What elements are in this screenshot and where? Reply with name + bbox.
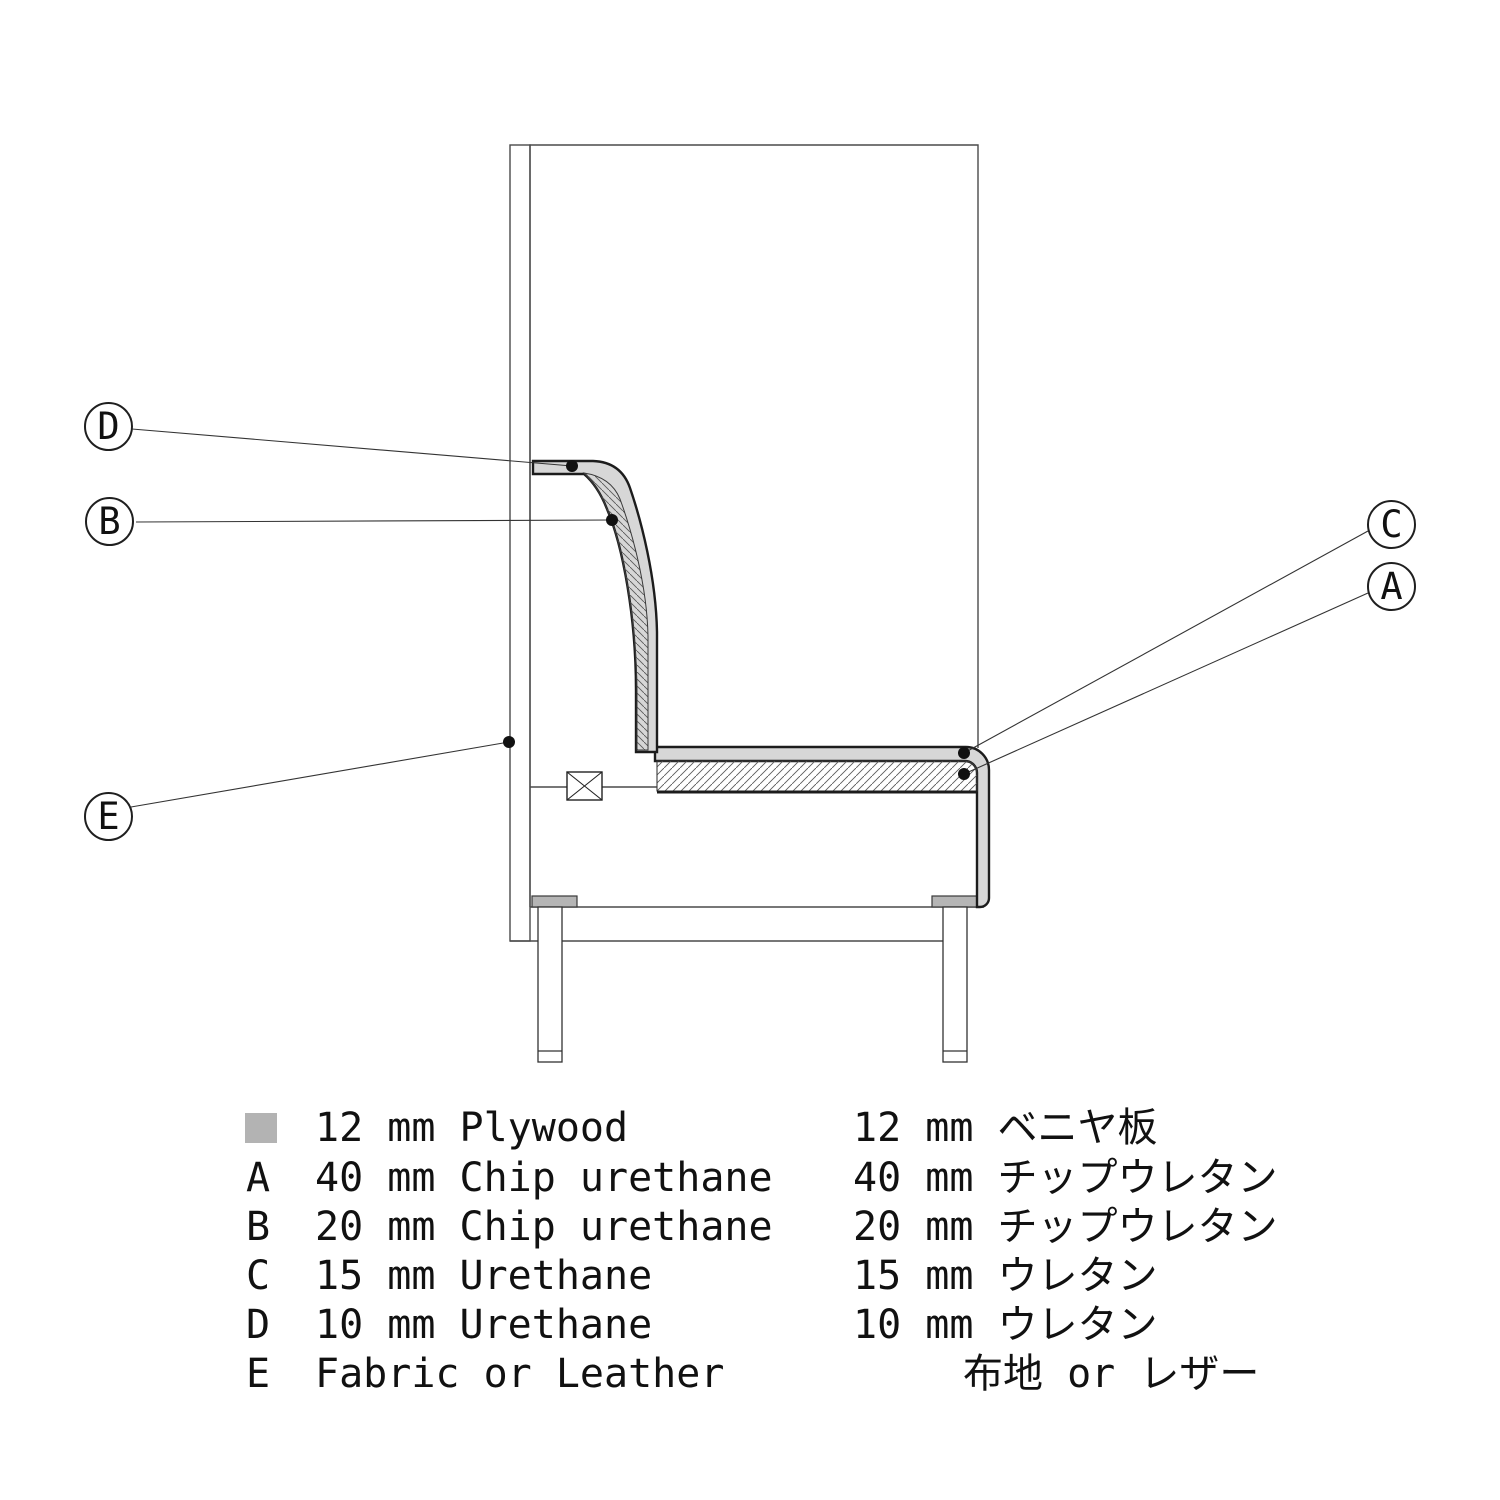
legend-text-en: 10 mm Urethane (315, 1302, 653, 1348)
left-pad (531, 895, 578, 908)
callout-C: C (1367, 500, 1416, 549)
right-leg (942, 906, 968, 1063)
legend-row-D: D 10 mm Urethane 10 mm ウレタン (0, 1303, 1158, 1347)
callout-B: B (85, 497, 134, 546)
dot-E (503, 736, 515, 748)
callout-E-letter: E (97, 795, 120, 838)
plywood-corner-pads (531, 895, 978, 908)
legend-key: E (246, 1351, 271, 1397)
legend-text-en: Fabric or Leather (315, 1351, 725, 1397)
callout-A-letter: A (1380, 565, 1403, 608)
right-pad (931, 895, 978, 908)
legend-key: B (246, 1204, 271, 1250)
legend-text-jp: 布地 or レザー (963, 1351, 1260, 1397)
outer-back-board (509, 144, 531, 942)
side-panel (529, 144, 979, 907)
dot-C (958, 747, 970, 759)
callout-A: A (1367, 562, 1416, 611)
legs (537, 906, 968, 1063)
legend-text-jp: 15 mm ウレタン (853, 1253, 1158, 1299)
plywood-swatch (245, 1113, 277, 1143)
legend-row-A: A 40 mm Chip urethane 40 mm チップウレタン (0, 1156, 1278, 1200)
leader-lines (130, 428, 1369, 808)
leader-B (135, 519, 613, 523)
leader-C (963, 530, 1369, 754)
legend-text-jp: 40 mm チップウレタン (853, 1155, 1278, 1201)
legend-text-en: 12 mm Plywood (315, 1105, 629, 1151)
dot-B (606, 514, 618, 526)
legend-text-en: 40 mm Chip urethane (315, 1155, 773, 1201)
leader-D (131, 428, 573, 467)
callout-E: E (84, 792, 133, 841)
legend-text-jp: 10 mm ウレタン (853, 1302, 1158, 1348)
legend-text-jp: 20 mm チップウレタン (853, 1204, 1278, 1250)
dot-D (566, 460, 578, 472)
legend-text-jp: 12 mm ベニヤ板 (853, 1105, 1158, 1151)
legend-key: C (246, 1253, 271, 1299)
legend-key: A (246, 1155, 271, 1201)
left-leg (537, 906, 563, 1063)
callout-B-letter: B (98, 500, 121, 543)
legend-row-E: E Fabric or Leather 布地 or レザー (0, 1352, 1259, 1396)
callout-C-letter: C (1380, 503, 1403, 546)
seat-cushion (653, 745, 991, 909)
back-panels (509, 144, 984, 942)
blocking-symbol (566, 771, 603, 801)
backrest-chip-urethane-hatch (582, 472, 649, 751)
legend-key: D (246, 1302, 271, 1348)
legend-row-B: B 20 mm Chip urethane 20 mm チップウレタン (0, 1205, 1278, 1249)
legend-text-en: 15 mm Urethane (315, 1253, 653, 1299)
legend-row-C: C 15 mm Urethane 15 mm ウレタン (0, 1254, 1158, 1298)
leader-E (130, 741, 510, 808)
reference-dots (503, 460, 970, 780)
callout-D: D (84, 402, 133, 451)
legend-row-plywood: 12 mm Plywood 12 mm ベニヤ板 (0, 1106, 1158, 1150)
legend-text-en: 20 mm Chip urethane (315, 1204, 773, 1250)
backrest-cushion (531, 459, 659, 754)
leader-A (963, 592, 1369, 775)
seat-chip-urethane-hatch (656, 760, 978, 792)
dot-A (958, 768, 970, 780)
callout-D-letter: D (97, 405, 120, 448)
